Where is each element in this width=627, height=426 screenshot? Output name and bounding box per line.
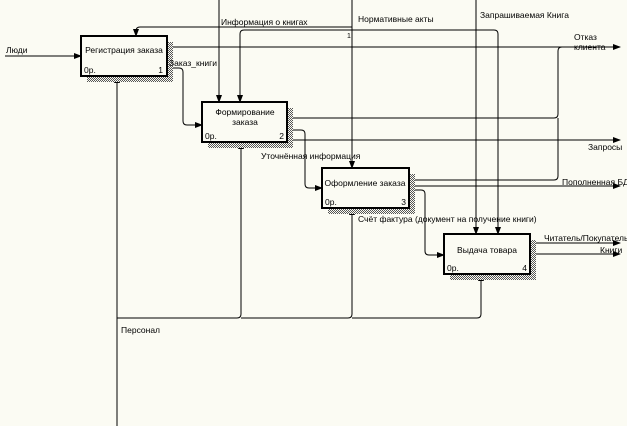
label-reader-buyer: Читатель/Покупатель <box>544 233 627 243</box>
activity-box-1[interactable]: Регистрация заказа 0р. 1 <box>80 35 173 82</box>
arrow-refusal-branch-3[interactable] <box>409 118 559 181</box>
box-frame <box>80 35 168 77</box>
label-requests: Запросы <box>588 142 622 152</box>
label-invoice: Счёт фактура (документ на получение книг… <box>358 214 537 224</box>
arrow-refusal-branch[interactable] <box>287 46 563 119</box>
box-title: Регистрация заказа <box>85 45 163 55</box>
arrow-refined-info[interactable] <box>287 129 323 191</box>
label-books: Книги <box>600 245 622 255</box>
label-regulations: Нормативные акты <box>358 14 434 24</box>
box-number: 1 <box>158 65 163 75</box>
box-cost: 0р. <box>205 131 217 141</box>
activity-box-2[interactable]: Формирование заказа 0р. 2 <box>201 101 293 148</box>
box-frame <box>321 167 410 209</box>
box-title-line2: заказа <box>232 117 258 127</box>
label-updated-db: Пополненная БД <box>562 177 627 187</box>
box-title: Выдача товара <box>457 245 517 255</box>
label-people: Люди <box>6 45 28 55</box>
box-title-line1: Формирование <box>215 107 275 117</box>
arrow-labels: Люди Информация о книгах Нормативные акт… <box>6 10 627 335</box>
label-client-refusal-1: Отказ <box>574 32 597 42</box>
box-frame <box>201 101 288 143</box>
box-title: Оформление заказа <box>325 178 406 188</box>
arrow-control-to-box2-box4[interactable] <box>239 29 499 234</box>
box-cost: 0р. <box>325 197 337 207</box>
label-tunnel: 1 <box>347 33 351 40</box>
box-cost: 0р. <box>84 65 96 75</box>
label-book-info: Информация о книгах <box>221 17 308 27</box>
arrow-staff-branch[interactable] <box>117 142 482 319</box>
label-staff: Персонал <box>121 325 160 335</box>
box-number: 2 <box>279 131 284 141</box>
activity-box-4[interactable]: Выдача товара 0р. 4 <box>443 233 536 280</box>
label-refined-info: Уточнённая информация <box>261 151 361 161</box>
box-cost: 0р. <box>447 263 459 273</box>
box-number: 4 <box>522 263 527 273</box>
box-number: 3 <box>401 197 406 207</box>
arrow-invoice[interactable] <box>409 189 445 258</box>
label-client-refusal-2: клиента <box>574 42 606 52</box>
arrow-control-to-box1[interactable] <box>133 26 352 37</box>
label-requested-book: Запрашиваемая Книга <box>480 10 569 20</box>
arrow-book-order[interactable] <box>167 67 203 128</box>
box-frame <box>443 233 531 275</box>
activity-box-3[interactable]: Оформление заказа 0р. 3 <box>321 167 415 214</box>
label-book-order: Заказ_книги <box>169 58 217 68</box>
